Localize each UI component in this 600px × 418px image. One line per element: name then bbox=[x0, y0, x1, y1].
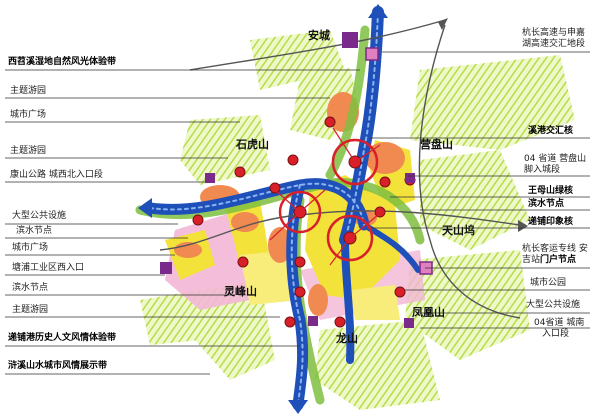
gateway-marker-icon bbox=[405, 173, 415, 183]
gateway-marker-icon bbox=[205, 173, 215, 183]
label-gateway-node: 门户节点 bbox=[540, 255, 577, 265]
label-waterfront-node-1: 滨水节点 bbox=[16, 226, 53, 236]
leader-lines bbox=[5, 51, 590, 375]
gateway-marker-icon bbox=[308, 316, 318, 326]
label-large-public-facility-2: 大型公共设施 bbox=[526, 300, 581, 310]
label-tangpu-industrial-entry: 塘浦工业区西入口 bbox=[12, 263, 85, 273]
river-arrows bbox=[138, 4, 388, 414]
gateway-marker-icon bbox=[160, 262, 172, 274]
label-city-square-2: 城市广场 bbox=[12, 243, 49, 253]
label-04-road-yingpanshan-line1: 04 省道 营盘山 bbox=[524, 154, 587, 164]
label-04-road-south-line2: 入口段 bbox=[542, 329, 570, 339]
development-areas bbox=[165, 140, 425, 320]
gateway-marker-icon bbox=[404, 318, 414, 328]
place-lingfengshan: 灵峰山 bbox=[224, 285, 257, 298]
hill-zones bbox=[140, 30, 575, 410]
label-dipugang-heritage-belt: 递铺港历史人文风情体验带 bbox=[8, 333, 117, 343]
arrow-west-icon bbox=[138, 198, 152, 218]
place-shihushan: 石虎山 bbox=[236, 138, 269, 151]
label-waterfront-node-2: 滨水节点 bbox=[12, 283, 49, 293]
place-fenghuangshan: 凤凰山 bbox=[412, 306, 445, 319]
label-waterfront-node-right: 滨水节点 bbox=[528, 199, 565, 209]
label-kangshan-road-entry: 康山公路 城西北入口段 bbox=[10, 170, 103, 180]
label-theme-park-1: 主题游园 bbox=[10, 86, 47, 96]
label-highway-interchange-line2: 湖高速交汇地段 bbox=[522, 39, 586, 49]
label-city-park: 城市公园 bbox=[530, 278, 567, 288]
arrow-south-icon bbox=[288, 400, 308, 414]
label-highway-interchange: 杭长高速与申嘉 湖高速交汇地段 bbox=[522, 28, 585, 50]
label-river-confluence-core: 溪港交汇核 bbox=[528, 126, 574, 136]
place-yingpanshan: 营盘山 bbox=[420, 138, 453, 151]
core-rings bbox=[278, 138, 379, 262]
label-xitiaoxi-wetland-belt: 西苕溪湿地自然风光体验带 bbox=[8, 57, 117, 67]
label-dipu-impression-core: 递铺印象核 bbox=[528, 217, 574, 227]
core-arrows bbox=[269, 127, 381, 266]
label-04-road-south-line1: 04省道 城南 bbox=[534, 318, 585, 328]
place-longshan: 龙山 bbox=[336, 332, 358, 345]
place-anjing: 安城 bbox=[308, 29, 330, 42]
gateway-marker-icon bbox=[365, 47, 379, 61]
label-huxi-landscape-belt: 浒溪山水城市风情展示带 bbox=[8, 361, 108, 371]
label-hangchang-railway-station: 杭长客运专线 安 吉站门户节点 bbox=[522, 244, 588, 266]
label-large-public-facility-1: 大型公共设施 bbox=[12, 211, 67, 221]
label-highway-interchange-line1: 杭长高速与申嘉 bbox=[522, 28, 586, 38]
label-hangchang-railway-line2-row: 吉站门户节点 bbox=[522, 255, 588, 266]
label-city-square-1: 城市广场 bbox=[10, 110, 47, 120]
gateway-marker-icon bbox=[342, 32, 358, 48]
label-wangmushan-green-core: 王母山绿核 bbox=[528, 186, 574, 196]
arrow-north-icon bbox=[368, 4, 388, 18]
label-04-road-south-entry: 04省道 城南 入口段 bbox=[534, 318, 584, 340]
label-04-road-yingpanshan: 04 省道 营盘山 脚入城段 bbox=[524, 154, 586, 176]
label-theme-park-2: 主题游园 bbox=[10, 146, 47, 156]
label-theme-park-3: 主题游园 bbox=[12, 305, 49, 315]
place-tianshanwu: 天山坞 bbox=[442, 224, 475, 237]
label-hangchang-railway-line1: 杭长客运专线 安 bbox=[522, 244, 588, 254]
label-hangchang-railway-line2: 吉站 bbox=[522, 255, 541, 265]
label-04-road-yingpanshan-line2: 脚入城段 bbox=[524, 165, 561, 175]
